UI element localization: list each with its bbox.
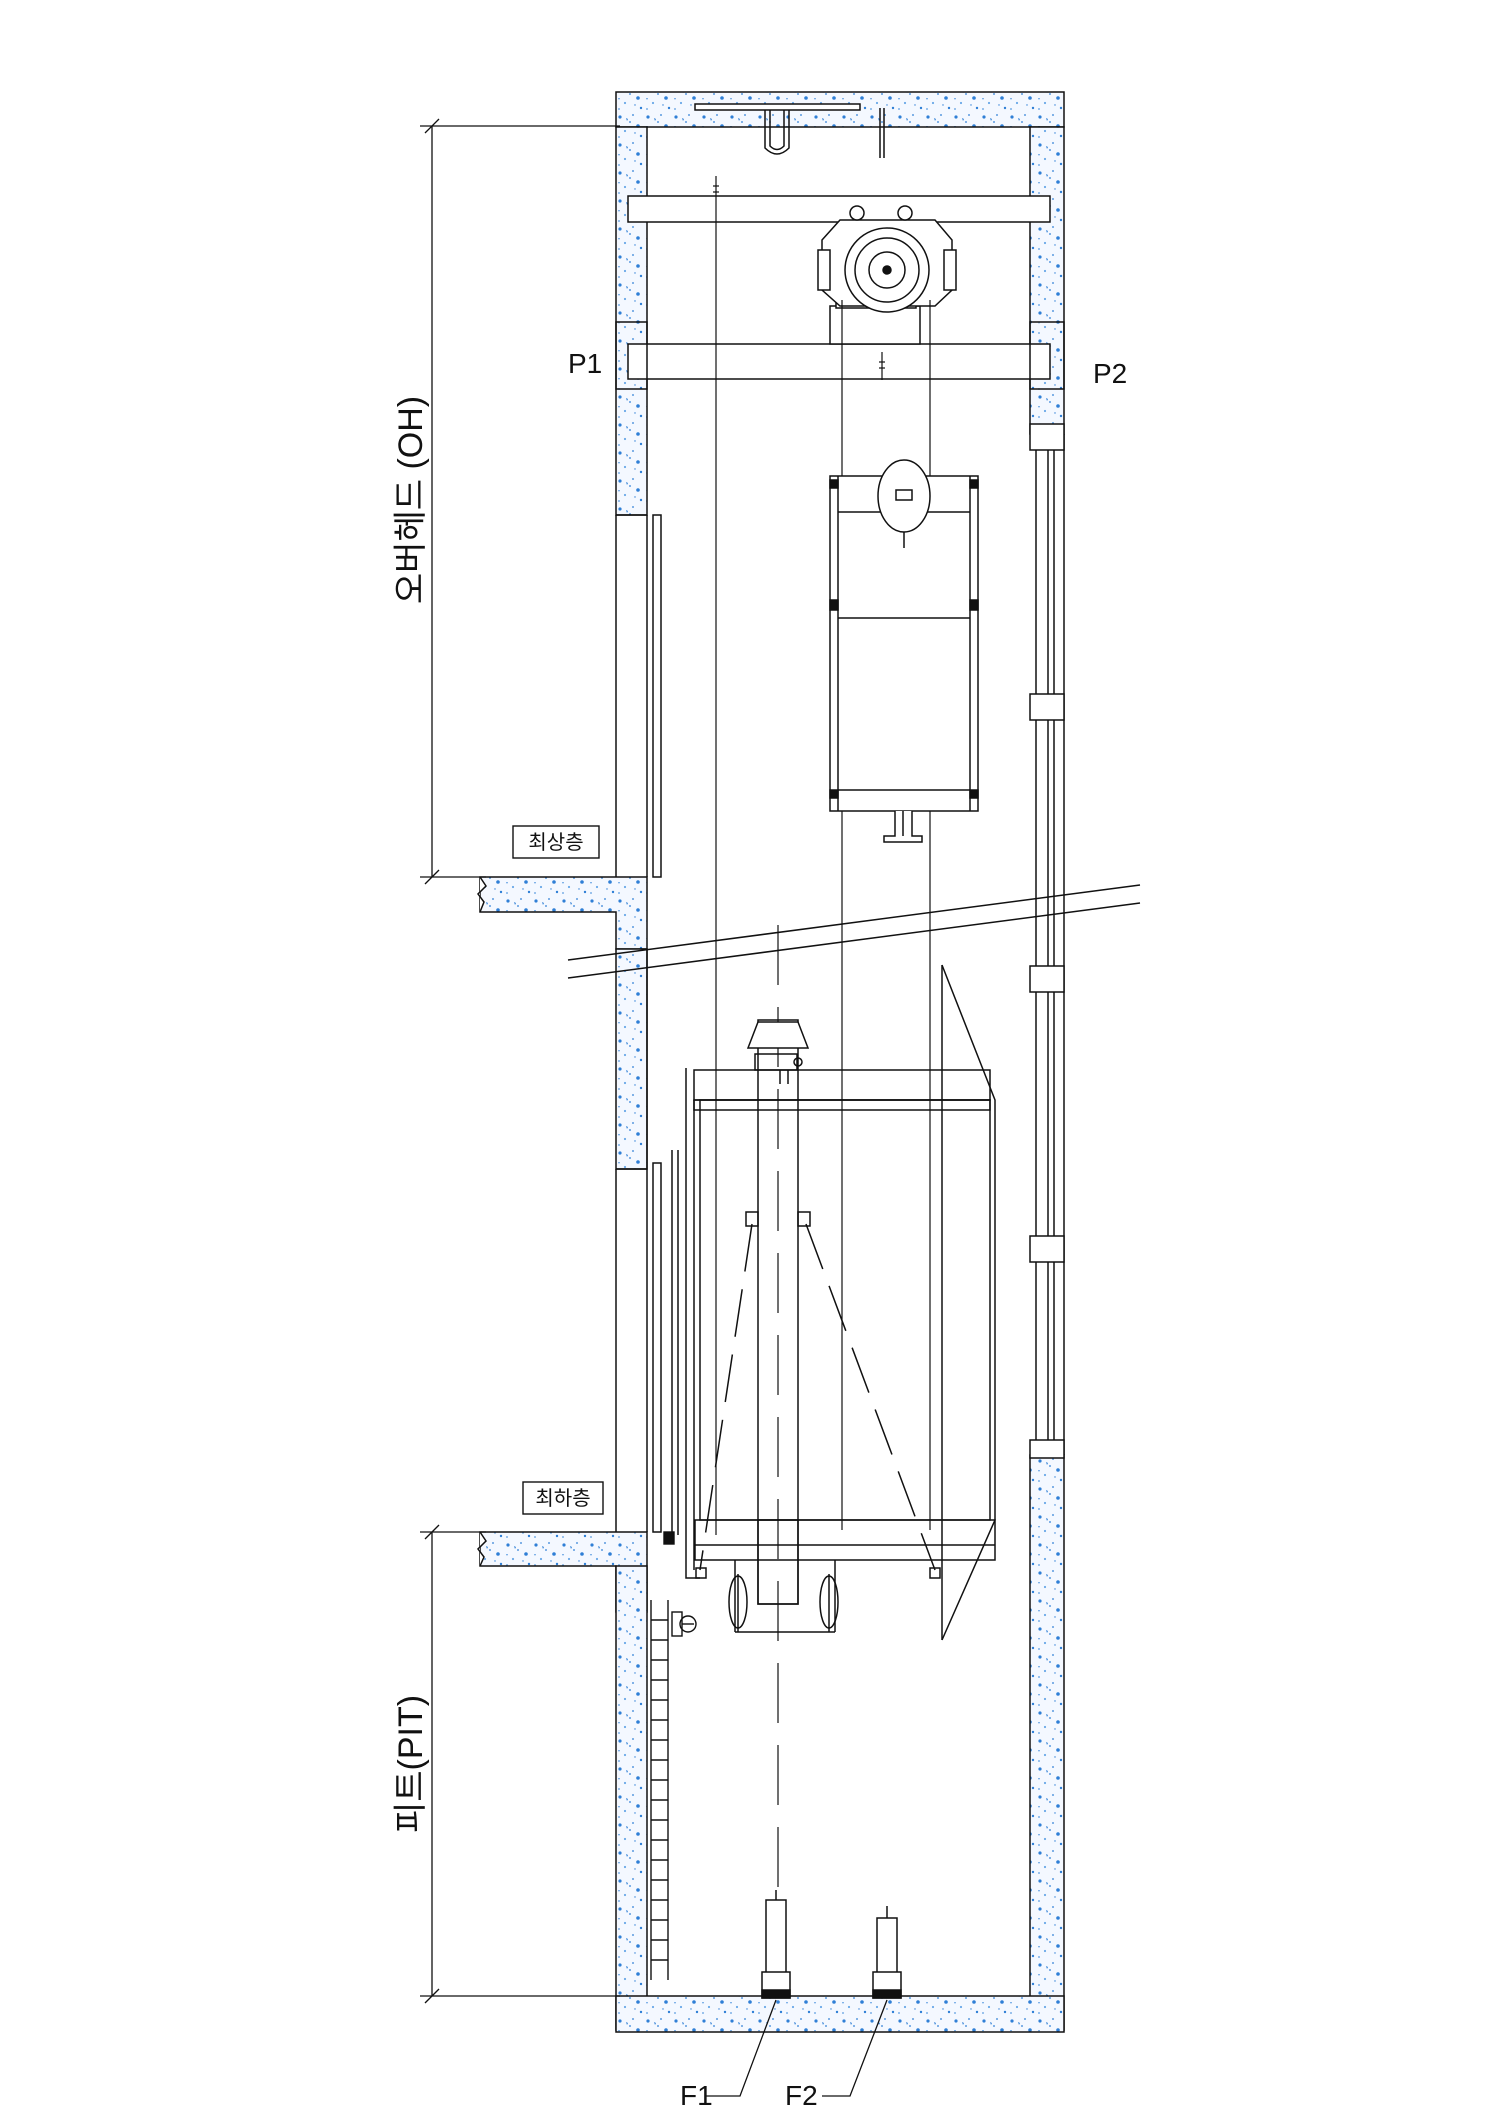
machine-beams [615, 103, 1065, 390]
concrete-structure [477, 91, 1141, 2033]
ladder-rungs [651, 1619, 668, 1961]
dimension-lines [420, 118, 888, 2097]
left-wall-mid [615, 948, 648, 1170]
svg-text:최상층: 최상층 [528, 830, 583, 854]
pit-label: 피트(PIT) [392, 1695, 430, 1833]
upper-beam [627, 195, 1051, 223]
top-floor-tag: 최상층 [512, 825, 600, 859]
f1-label: F1 [680, 2080, 713, 2111]
beam-pocket-right [1029, 321, 1065, 390]
right-wall-lower [1029, 1454, 1065, 2031]
pit-left-wall [615, 1565, 648, 2031]
right-wall-upper [1029, 126, 1065, 435]
lower-beam [627, 343, 1051, 380]
f2-label: F2 [785, 2080, 818, 2111]
right-guide-rail [1029, 423, 1065, 1459]
counterweight [829, 459, 979, 843]
top-floor-slab [479, 876, 648, 950]
beam-pocket-left [615, 321, 648, 390]
pit-ladder [650, 1531, 697, 1980]
bottom-floor-tag: 최하층 [522, 1481, 604, 1515]
p1-label: P1 [568, 348, 602, 379]
elevator-car [685, 964, 996, 1641]
svg-text:최하층: 최하층 [535, 1486, 590, 1510]
overhead-label: 오버헤드 (OH) [392, 396, 430, 604]
p2-label: P2 [1093, 358, 1127, 389]
traction-machine [817, 205, 957, 345]
left-wall-upper [615, 126, 648, 516]
ropes-and-rails [713, 176, 931, 1980]
pit-buffers [761, 1890, 902, 1999]
hall-doors [652, 514, 679, 1535]
pit-floor [615, 1995, 1065, 2033]
